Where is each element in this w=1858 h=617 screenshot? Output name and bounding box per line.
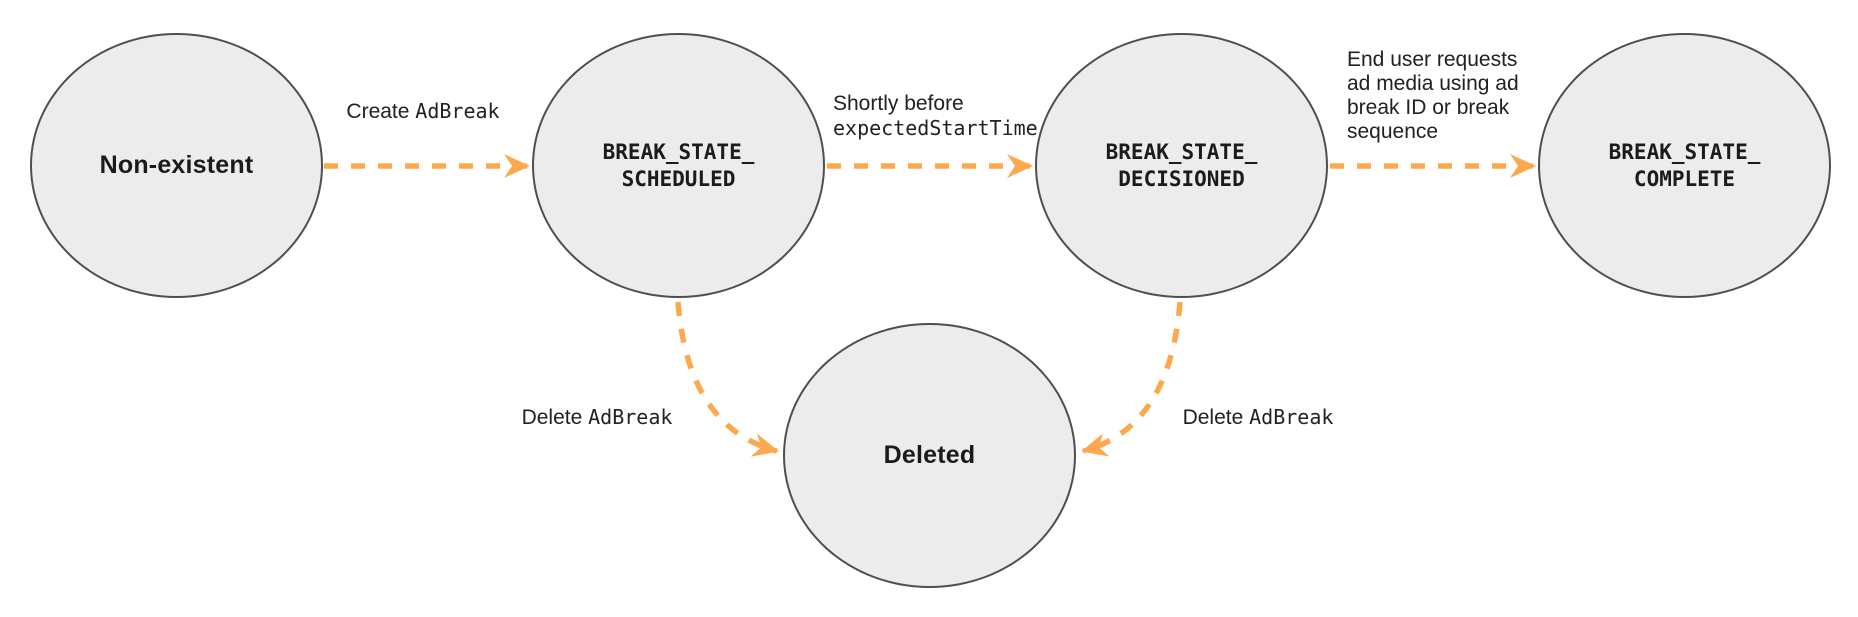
edge-delete-adbreak-left-arrow (675, 301, 779, 457)
state-node-break-state-complete: BREAK_STATE_ COMPLETE (1538, 33, 1831, 298)
state-node-deleted: Deleted (783, 323, 1076, 588)
edge-label-delete-adbreak-right: Delete AdBreak (1182, 405, 1334, 429)
state-node-label: BREAK_STATE_ SCHEDULED (602, 139, 755, 191)
edge-label-delete-adbreak-left: Delete AdBreak (521, 405, 673, 429)
state-node-break-state-scheduled: BREAK_STATE_ SCHEDULED (532, 33, 825, 298)
state-node-label: Non-existent (99, 151, 254, 179)
state-node-non-existent: Non-existent (30, 33, 323, 298)
state-node-label: Deleted (883, 441, 976, 469)
edge-label-shortly-before-expected-start-time: Shortly before expectedStartTime (833, 92, 1038, 140)
state-node-label: BREAK_STATE_ COMPLETE (1608, 139, 1761, 191)
state-node-label: BREAK_STATE_ DECISIONED (1105, 139, 1258, 191)
state-node-break-state-decisioned: BREAK_STATE_ DECISIONED (1035, 33, 1328, 298)
edge-label-create-adbreak: Create AdBreak (346, 99, 500, 123)
edge-label-end-user-requests: End user requests ad media using ad brea… (1347, 48, 1519, 143)
edge-delete-adbreak-right-arrow (1081, 301, 1183, 457)
